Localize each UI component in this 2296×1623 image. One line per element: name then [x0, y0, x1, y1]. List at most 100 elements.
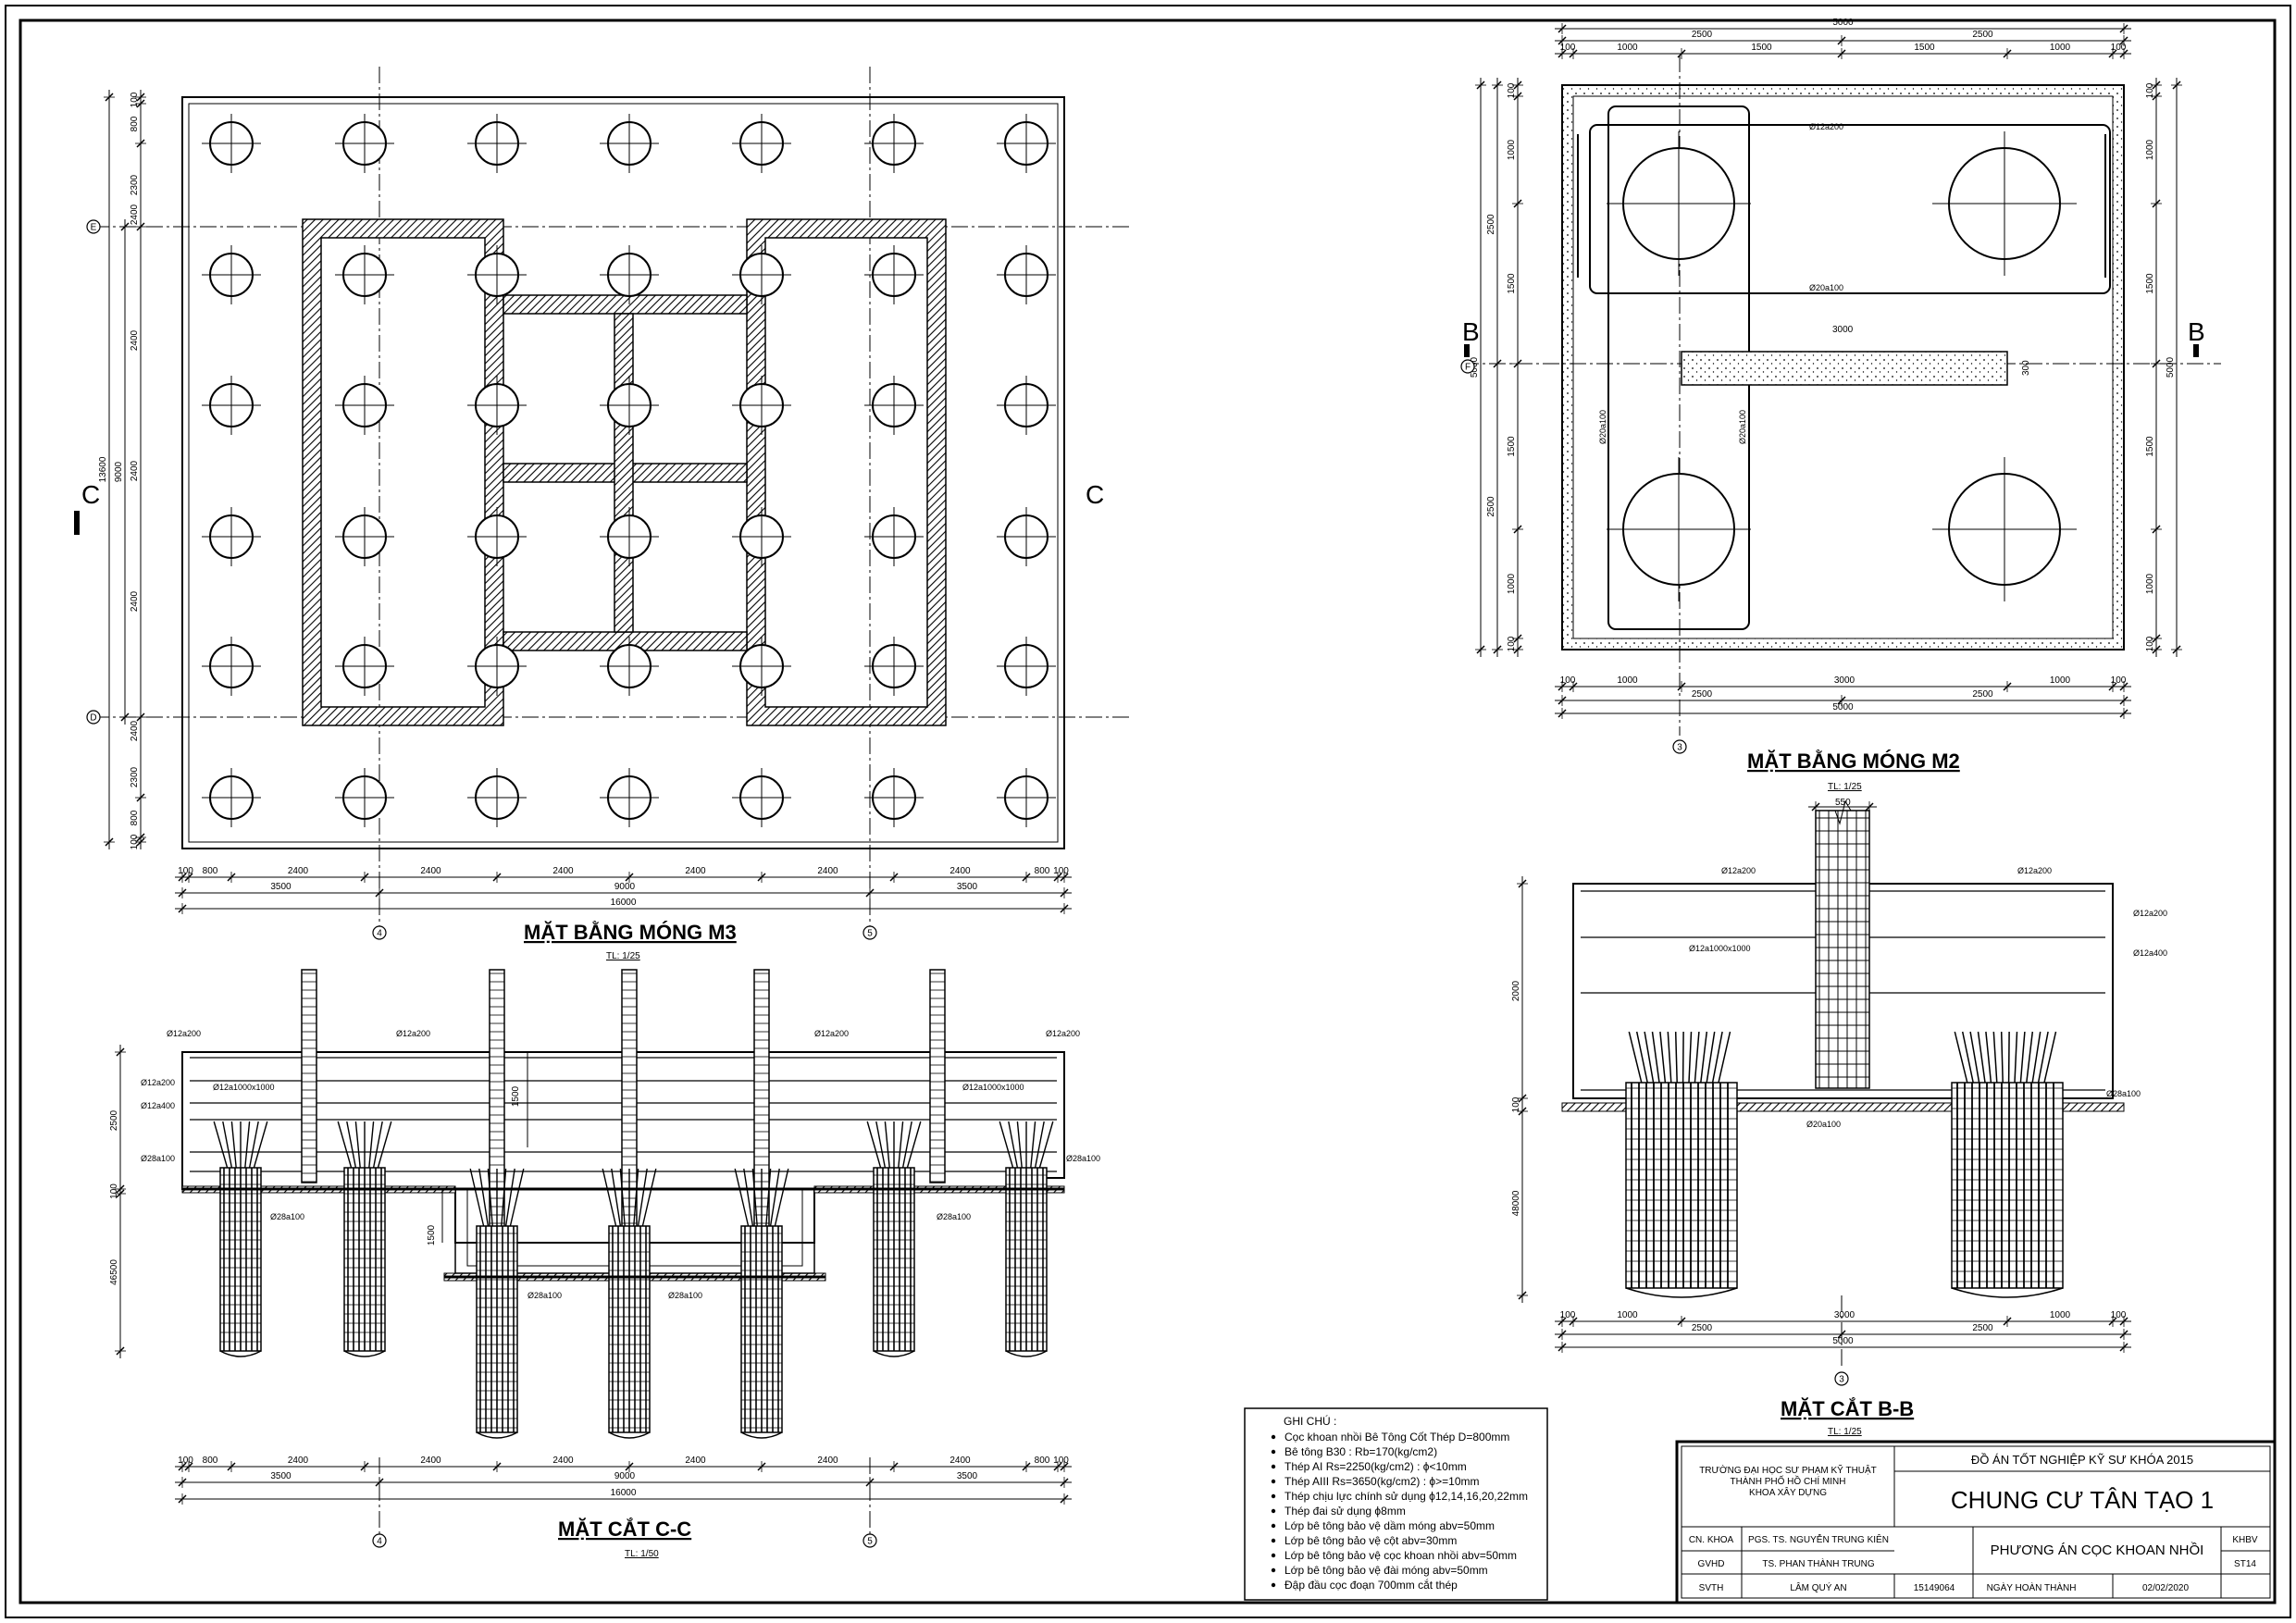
- note-bullet: [1271, 1508, 1276, 1514]
- pile-anchor-bar: [248, 1121, 259, 1169]
- pile-anchor-bar: [2019, 1031, 2026, 1084]
- title-block: [1675, 1440, 2277, 1604]
- axis-label: D: [90, 713, 96, 724]
- person-name: PGS. TS. NGUYỄN TRUNG KIÊN: [1748, 1533, 1889, 1545]
- lean-concrete: [1561, 1102, 2125, 1112]
- pile-tip: [873, 1350, 915, 1357]
- pile-anchor-bar: [469, 1168, 485, 1227]
- pile-anchor-bar: [1628, 1031, 1643, 1084]
- pile-anchor-bar: [1706, 1031, 1716, 1084]
- pile-anchor-bar: [1977, 1031, 1986, 1084]
- pile-tip: [608, 1431, 651, 1439]
- dimension-text: 3500: [957, 1471, 978, 1481]
- note-item: Thép AI Rs=2250(kg/cm2) : ϕ<10mm: [1285, 1460, 1467, 1473]
- pile-anchor-bar: [1008, 1121, 1019, 1169]
- pile-anchor-bar: [501, 1168, 507, 1227]
- pile-anchor-bar: [1635, 1031, 1648, 1084]
- pile-anchor-bar: [1644, 1031, 1655, 1084]
- pile-anchor-bar: [999, 1121, 1014, 1169]
- pile: [600, 376, 659, 435]
- axis-label: 4: [377, 929, 382, 939]
- dimension-text: 1500: [427, 1224, 437, 1245]
- note-item: Thép chịu lực chính sử dụng ϕ12,14,16,20…: [1285, 1490, 1528, 1503]
- pile-anchor-bar: [1711, 1031, 1723, 1084]
- pile: [864, 768, 924, 827]
- dimension-text: 2500: [1972, 1323, 1993, 1333]
- dimension-text: 100: [109, 1183, 119, 1199]
- pile: [202, 768, 261, 827]
- dimension-text: 9000: [614, 882, 636, 892]
- dimension-text: 100: [1560, 1310, 1576, 1320]
- pile: [732, 114, 791, 173]
- dimension-text: 2500: [1972, 689, 1993, 700]
- axis-bubble: [863, 1533, 877, 1548]
- pile-anchor-bar: [509, 1168, 525, 1227]
- note-item: Lớp bê tông bảo vệ cột abv=30mm: [1285, 1534, 1457, 1547]
- plan-m3-title: MẶT BẰNG MÓNG M3: [524, 921, 737, 944]
- section-mark-left: B: [1462, 317, 1480, 346]
- pile-anchor-bar: [244, 1121, 251, 1169]
- dimension-text: 2400: [130, 460, 140, 481]
- person-name: LÂM QUÝ AN: [1790, 1581, 1846, 1593]
- axis-bubble: [86, 219, 101, 234]
- note-item: Lớp bê tông bảo vệ cọc khoan nhồi abv=50…: [1285, 1549, 1517, 1562]
- pile-anchor-bar: [774, 1168, 789, 1227]
- section-c-c-body: [181, 969, 1065, 1439]
- pile-anchor-bar: [1030, 1121, 1036, 1169]
- note-bullet: [1271, 1567, 1276, 1573]
- dimension-text: 2400: [130, 720, 140, 741]
- dimension-text: 1000: [2145, 573, 2155, 594]
- dimension-text: 2400: [130, 329, 140, 351]
- pile-tip: [476, 1431, 518, 1439]
- pile-anchor-bar: [611, 1168, 622, 1227]
- pile: [467, 768, 527, 827]
- pile-anchor-bar: [230, 1121, 237, 1169]
- dimension-text: 100: [2111, 675, 2127, 686]
- note-bullet: [1271, 1538, 1276, 1543]
- dimension-text: 3500: [957, 882, 978, 892]
- dimension-text: 100: [2145, 82, 2155, 98]
- note-item: Đập đầu cọc đoạn 700mm cắt thép: [1285, 1578, 1458, 1592]
- dimension-text: 1500: [2145, 436, 2155, 457]
- plan-m2-body: [1462, 56, 2221, 736]
- section-mark-left: C: [81, 480, 100, 509]
- axis-bubble: [1672, 739, 1687, 754]
- rebar-label: Ø28a100: [2106, 1089, 2141, 1098]
- break-mark: [1834, 799, 1852, 825]
- rebar-label: Ø28a100: [141, 1154, 175, 1163]
- inner-border: [19, 19, 2277, 1604]
- section-c-c-scale: TL: 1/50: [625, 1549, 659, 1559]
- dimension-text: 1500: [511, 1085, 521, 1107]
- section-mark-bar: [1464, 344, 1470, 357]
- dimension-text: 2000: [1511, 980, 1521, 1001]
- dimension-text: 100: [1511, 1096, 1521, 1112]
- pile: [997, 507, 1056, 566]
- pile-anchor-bar: [372, 1121, 383, 1169]
- pile-anchor-bar: [1688, 1031, 1693, 1084]
- dimension-text: 16000: [611, 1488, 637, 1498]
- pile-anchor-bar: [884, 1121, 890, 1169]
- note-bullet: [1271, 1449, 1276, 1455]
- pile: [467, 507, 527, 566]
- dimension-text: 1500: [1507, 273, 1517, 294]
- pile-section: [602, 1168, 657, 1439]
- dimension-text: 13600: [98, 456, 108, 482]
- dimension-text: 1000: [2050, 675, 2071, 686]
- note-item: Bê tông B30 : Rb=170(kg/cm2): [1285, 1445, 1437, 1458]
- dimension-text: 2400: [685, 1456, 706, 1466]
- pile: [335, 768, 394, 827]
- pile-section: [213, 1121, 268, 1357]
- completion-date: 02/02/2020: [2142, 1583, 2189, 1593]
- note-item: Thép AIII Rs=3650(kg/cm2) : ϕ>=10mm: [1285, 1475, 1479, 1488]
- pile: [202, 114, 261, 173]
- dimension-text: 800: [1035, 866, 1050, 876]
- pile-anchor-bar: [253, 1121, 268, 1169]
- dimension-text: 48000: [1511, 1190, 1521, 1216]
- pile-anchor-bar: [1034, 1121, 1045, 1169]
- pile: [335, 507, 394, 566]
- dimension-text: 100: [130, 92, 140, 107]
